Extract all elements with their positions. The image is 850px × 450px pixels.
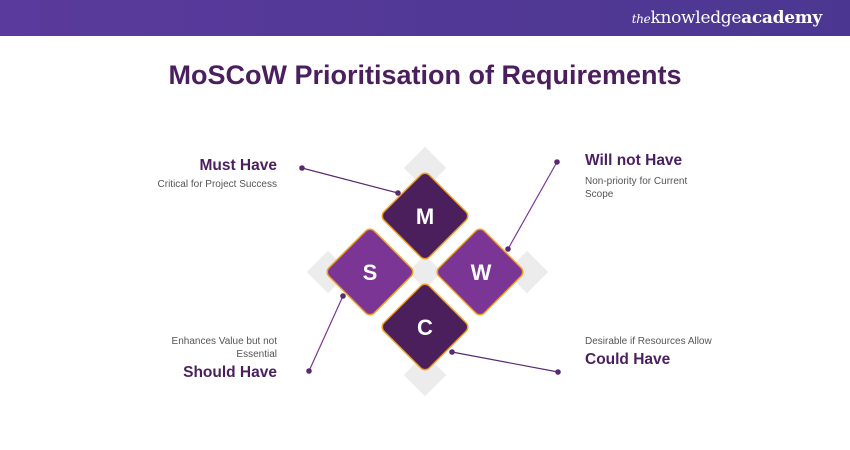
bg-diamond-bottom [403,353,447,397]
letter-m: M [416,204,434,229]
letter-s: S [363,260,378,285]
label-could: Desirable if Resources Allow Could Have [585,336,712,368]
letter-c: C [417,315,433,340]
page-title: MoSCoW Prioritisation of Requirements [168,60,682,90]
connector-will [507,161,558,250]
connector-could [451,351,559,373]
diamond-m [381,172,469,260]
label-must: Must Have Critical for Project Success [157,157,277,190]
logo: theknowledgeacademy [631,8,823,28]
diamond-w [436,228,524,316]
diamond-c [381,283,469,371]
connector-should [308,295,344,372]
label-will: Will not Have Non-priority for Current S… [585,152,688,200]
label-should: Enhances Value but not Essential Should … [171,336,277,381]
diamond-s [326,228,414,316]
connector-must [301,167,399,194]
bg-diamond-top [403,146,447,190]
header-bar: theknowledgeacademy [0,0,850,36]
bg-diamond-center [408,255,442,289]
letter-w: W [471,260,492,285]
